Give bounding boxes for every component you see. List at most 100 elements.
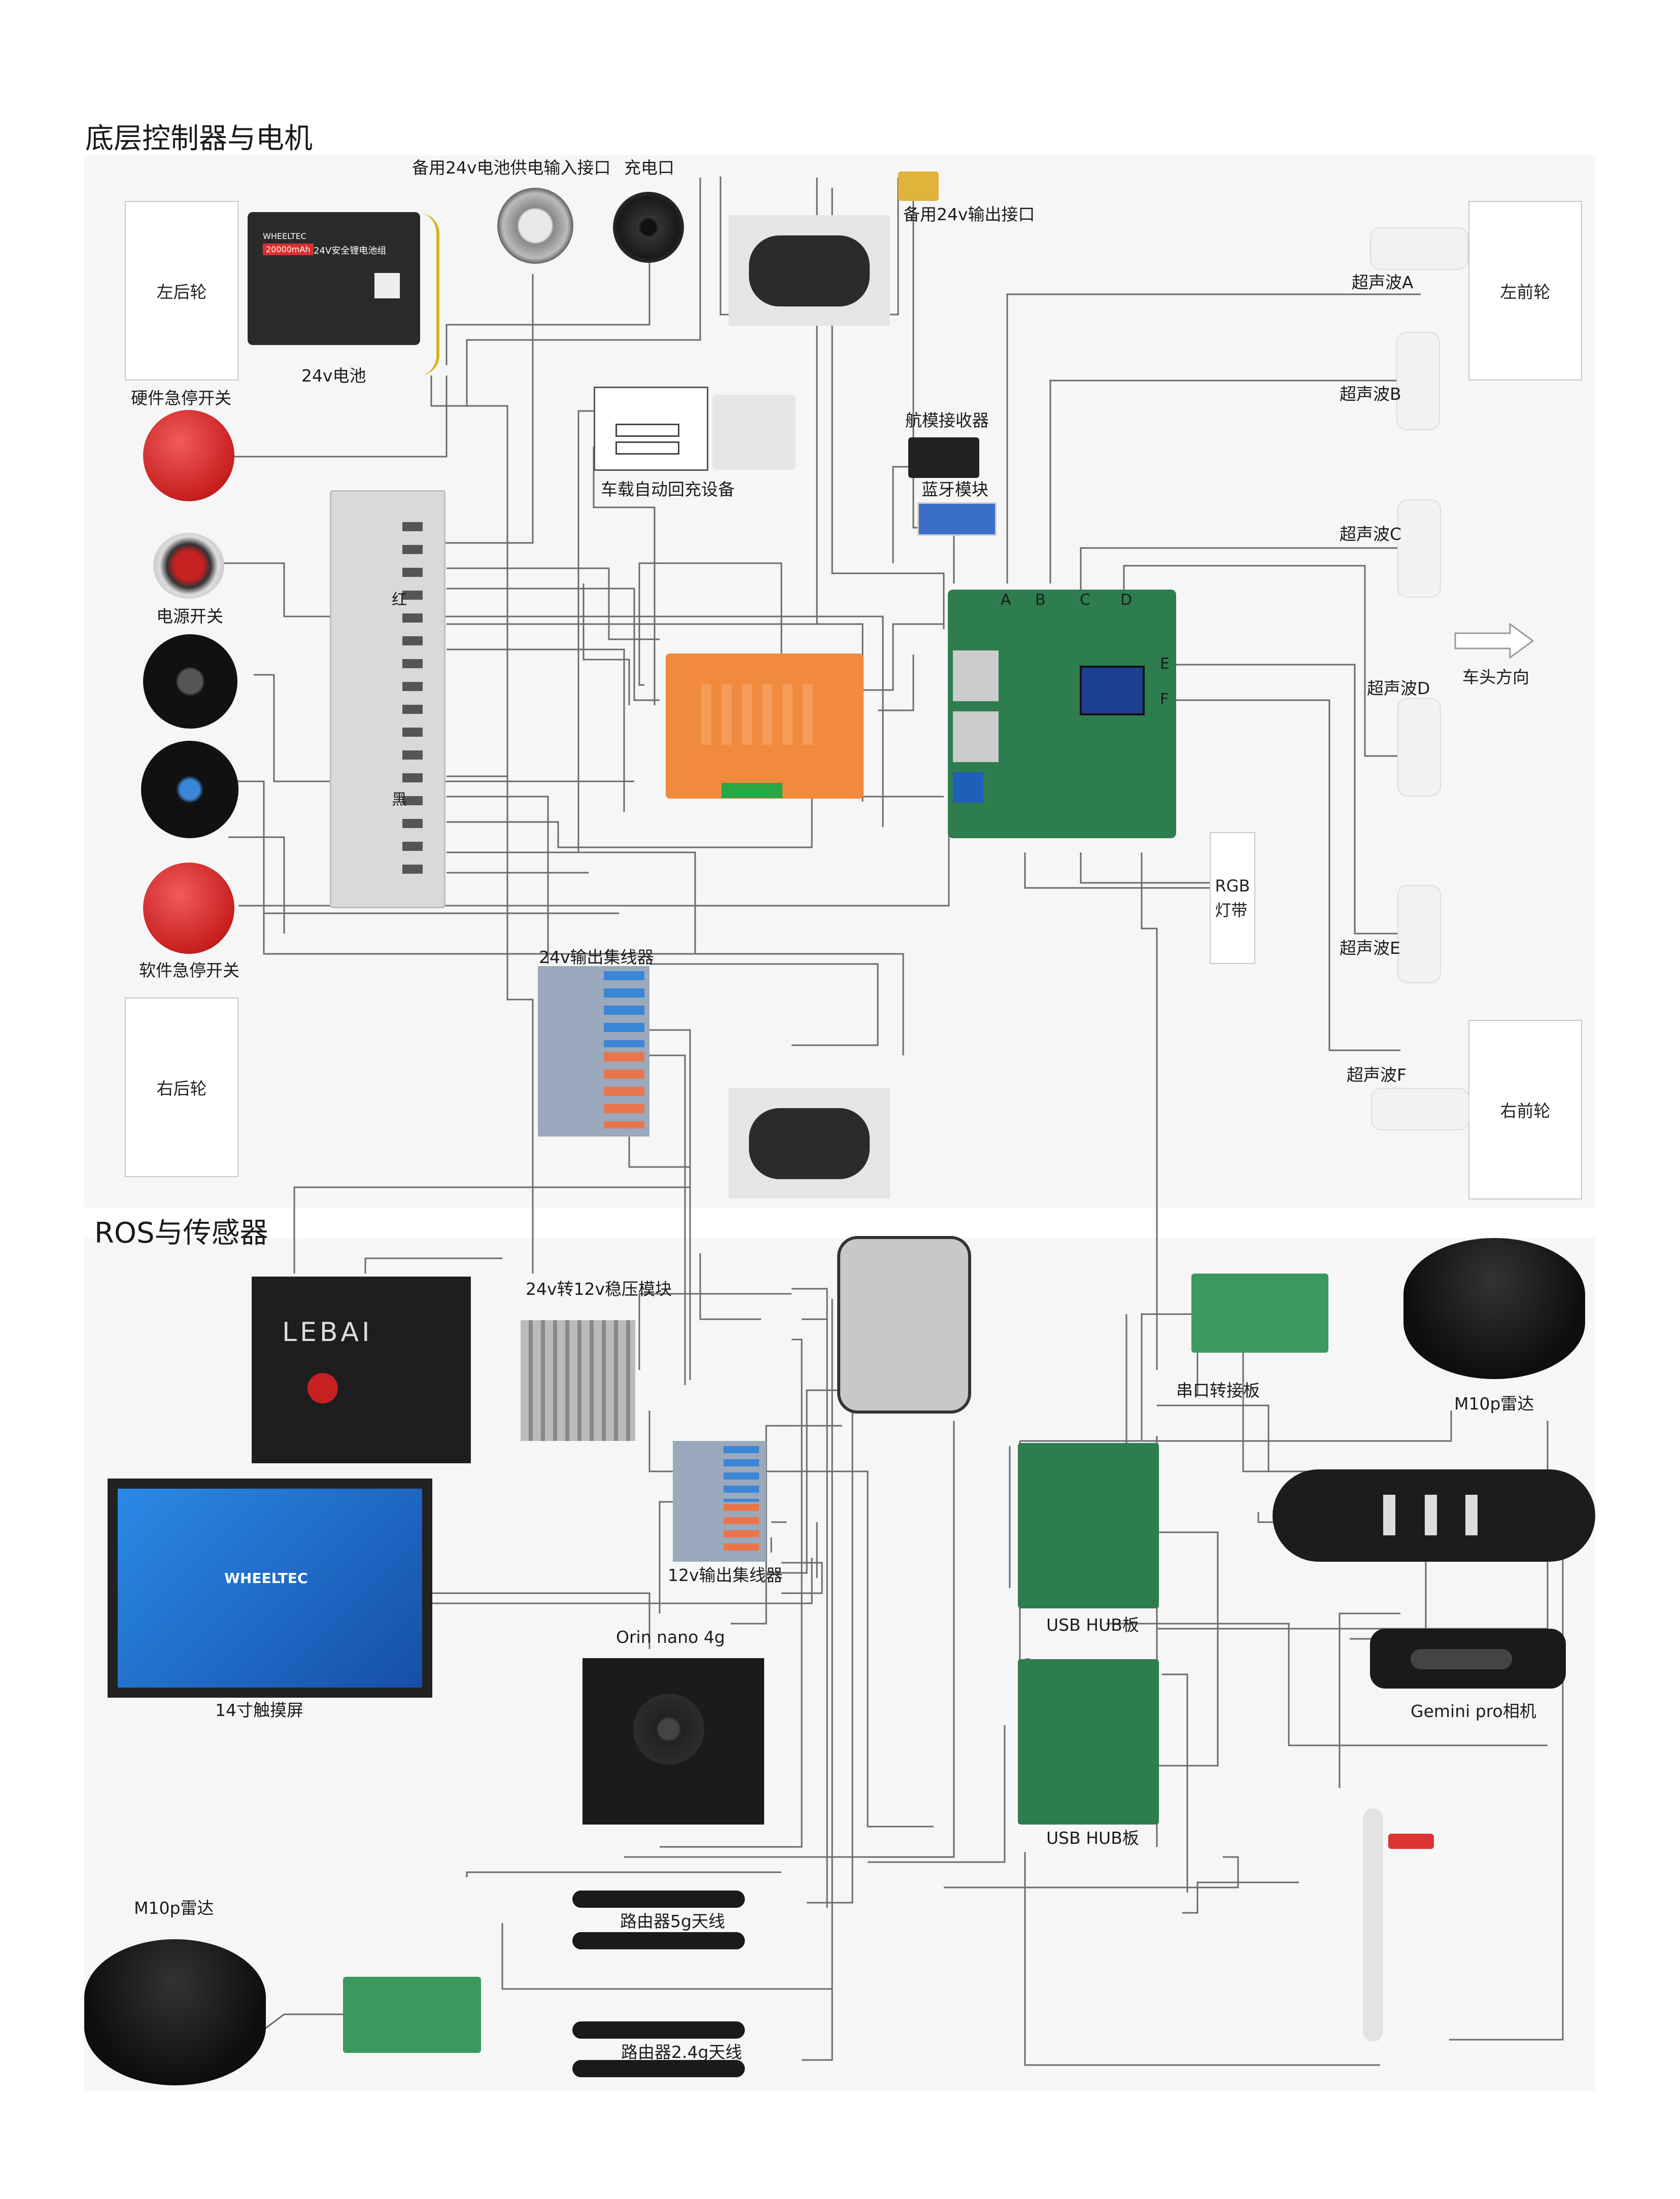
ultrasonic-d-icon <box>1397 698 1441 797</box>
orin-label: Orin nano 4g <box>616 1627 725 1647</box>
spare-input-connector-icon <box>497 188 573 264</box>
serial-adapter-board-2 <box>343 1977 481 2053</box>
section-title-low-level: 底层控制器与电机 <box>85 122 313 155</box>
battery-name: 24V安全锂电池组 <box>314 246 387 256</box>
auto-dock-device <box>594 387 708 471</box>
rc-receiver-icon <box>908 437 979 478</box>
rc-receiver-label: 航模接收器 <box>905 410 989 430</box>
charge-port-icon <box>613 192 684 263</box>
hw-estop-label: 硬件急停开关 <box>131 388 231 408</box>
antenna-5g-1 <box>572 1891 745 1908</box>
motor-wheel-bottom <box>729 1088 890 1198</box>
battery-capacity-tag: 20000mAh <box>263 244 314 255</box>
ultrasonic-b-icon <box>1396 332 1440 430</box>
main-controller-board <box>948 590 1176 838</box>
left-front-wheel: 左前轮 <box>1468 201 1582 381</box>
ultrasonic-f-label: 超声波F <box>1347 1065 1407 1085</box>
hub12-label: 12v输出集线器 <box>668 1565 783 1585</box>
ultrasonic-a-icon <box>1370 227 1468 270</box>
hub12-connector <box>673 1441 766 1562</box>
power-switch[interactable] <box>153 533 224 599</box>
right-rear-wheel: 右后轮 <box>125 998 238 1177</box>
dock-usb-port-3 <box>1465 1495 1478 1535</box>
dock-usb-port-1 <box>1383 1495 1395 1535</box>
bluetooth-module-icon <box>917 502 997 536</box>
port-c-label: C <box>1080 591 1090 609</box>
hub24-label: 24v输出集线器 <box>539 947 654 967</box>
auto-dock-label: 车载自动回充设备 <box>601 479 735 499</box>
charge-port-label: 充电口 <box>624 158 674 178</box>
ultrasonic-a-label: 超声波A <box>1352 272 1414 292</box>
driver-connector-icon <box>722 783 782 798</box>
orin-fan-icon <box>633 1694 704 1765</box>
regulator-module <box>521 1320 635 1441</box>
ultrasonic-e-icon <box>1397 885 1441 983</box>
usb-hub-2-label: USB HUB板 <box>1046 1828 1139 1848</box>
hub24-blue-levers <box>604 971 644 1047</box>
lidar-top-label: M10p雷达 <box>1454 1394 1534 1414</box>
hub12-blue-levers <box>724 1446 759 1502</box>
usb-hub-board-1 <box>1018 1443 1159 1608</box>
hub24-orange-levers <box>604 1052 644 1128</box>
tire-icon-bottom <box>749 1108 870 1179</box>
usb-hub-board-2 <box>1018 1659 1159 1825</box>
bus-terminal-strip <box>402 522 423 877</box>
antenna-24g-label: 路由器2.4g天线 <box>621 2042 742 2062</box>
usb-hub-1-label: USB HUB板 <box>1046 1615 1139 1635</box>
port-e-label: E <box>1160 655 1170 673</box>
dock-slot-2 <box>615 441 679 455</box>
right-front-wheel: 右前轮 <box>1468 1020 1582 1199</box>
usb-panel-port-icon <box>141 741 238 838</box>
touchscreen-display <box>118 1489 422 1688</box>
serial-adapter-label: 串口转接板 <box>1176 1381 1260 1400</box>
hub24-connector <box>538 966 649 1137</box>
lidar-bottom-label: M10p雷达 <box>134 1898 214 1918</box>
antenna-24g-2 <box>572 2060 745 2077</box>
antenna-24g-1 <box>572 2021 745 2039</box>
spare-output-label: 备用24v输出接口 <box>903 204 1035 224</box>
ultrasonic-d-label: 超声波D <box>1367 678 1430 698</box>
bus-red-label: 红 <box>392 591 407 609</box>
battery-qr-icon <box>374 273 400 298</box>
power-switch-label: 电源开关 <box>156 606 223 626</box>
ethernet-port-icon <box>143 634 237 729</box>
motor-wheel-top <box>729 215 890 326</box>
dock-slot-1 <box>615 424 679 437</box>
ultrasonic-c-icon <box>1397 499 1441 598</box>
sw-estop-button[interactable] <box>143 863 234 954</box>
ultrasonic-c-label: 超声波C <box>1340 524 1402 544</box>
left-rear-wheel: 左后轮 <box>125 201 238 381</box>
board-rj45-2 <box>953 711 999 762</box>
ultrasonic-e-label: 超声波E <box>1340 938 1400 958</box>
gemini-camera-label: Gemini pro相机 <box>1411 1701 1536 1721</box>
bluetooth-label: 蓝牙模块 <box>921 479 988 499</box>
touchscreen-label: 14寸触摸屏 <box>215 1700 303 1720</box>
robot-arm <box>1307 1788 1449 2052</box>
hw-estop-button[interactable] <box>143 410 234 501</box>
board-power-terminal <box>953 772 983 803</box>
antenna-5g-label: 路由器5g天线 <box>620 1911 725 1931</box>
ultrasonic-f-icon <box>1371 1088 1469 1130</box>
camera-lens-strip <box>1411 1649 1512 1669</box>
dock-usb-port-2 <box>1425 1495 1437 1535</box>
lebai-controller: LEBAI <box>252 1277 471 1463</box>
lebai-estop-icon <box>307 1373 338 1403</box>
lidar-top <box>1403 1238 1585 1379</box>
touchscreen-logo: WHEELTEC <box>224 1570 308 1587</box>
arm-segment-1 <box>1363 1808 1383 2042</box>
router-device <box>837 1236 971 1414</box>
board-screen-icon <box>1080 666 1145 715</box>
direction-label: 车头方向 <box>1462 667 1529 687</box>
touchscreen-14: WHEELTEC <box>108 1479 432 1698</box>
serial-adapter-board <box>1191 1274 1328 1353</box>
lebai-logo: LEBAI <box>282 1317 373 1348</box>
bus-black-label: 黑 <box>392 791 407 809</box>
board-rj45-1 <box>953 650 999 701</box>
port-a-label: A <box>1001 591 1011 609</box>
tire-icon <box>749 235 870 306</box>
battery-brand: WHEELTEC <box>263 231 306 241</box>
direction-arrow-icon <box>1454 623 1534 659</box>
ultrasonic-b-label: 超声波B <box>1340 384 1401 404</box>
battery-cable-icon <box>406 213 439 375</box>
port-d-label: D <box>1120 591 1133 609</box>
